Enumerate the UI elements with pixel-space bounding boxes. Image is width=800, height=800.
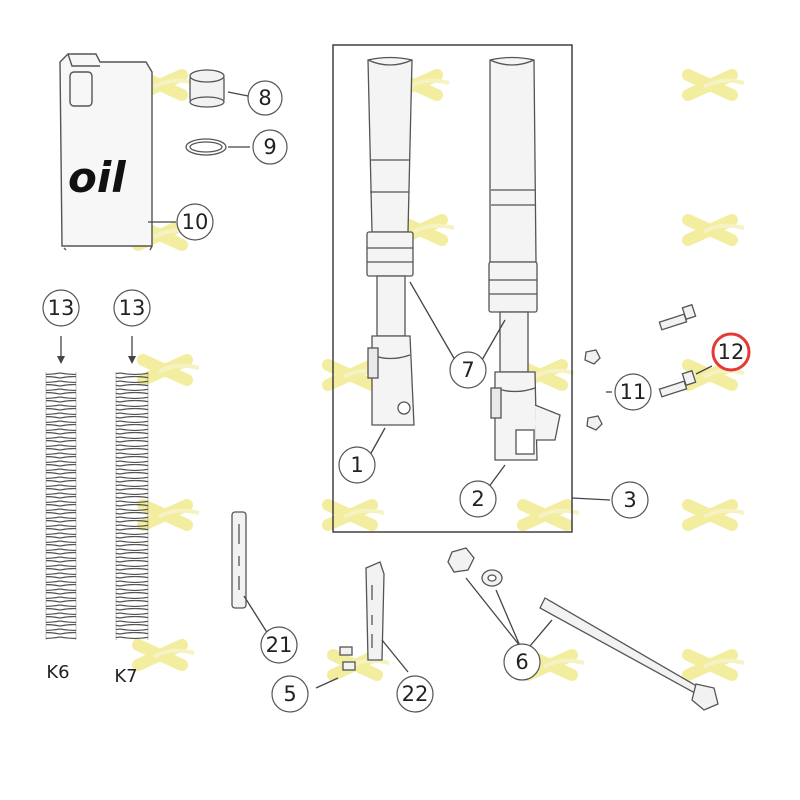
- bracket-22: [315, 561, 409, 689]
- svg-text:3: 3: [623, 488, 636, 512]
- oil-bottle: oil: [59, 53, 153, 251]
- svg-text:13: 13: [119, 296, 146, 320]
- svg-text:12: 12: [718, 340, 745, 364]
- callout-13-left: 13: [42, 289, 80, 327]
- spring-k7: [115, 336, 149, 640]
- callout-6: 6: [503, 643, 541, 681]
- svg-text:2: 2: [471, 487, 484, 511]
- callout-3: 3: [611, 481, 649, 519]
- callout-7: 7: [449, 351, 487, 389]
- svg-text:9: 9: [263, 135, 276, 159]
- svg-text:10: 10: [182, 210, 209, 234]
- callout-13-right: 13: [113, 289, 151, 327]
- svg-text:6: 6: [515, 650, 528, 674]
- svg-text:1: 1: [350, 453, 363, 477]
- svg-text:7: 7: [461, 358, 474, 382]
- fork-leg-left: [366, 56, 415, 456]
- callout-8: 8: [247, 80, 283, 116]
- bolts-11-12: [584, 303, 713, 431]
- callout-9: 9: [252, 129, 288, 165]
- callout-12-highlighted: 12: [711, 332, 751, 372]
- callout-11: 11: [614, 373, 652, 411]
- svg-text:13: 13: [48, 296, 75, 320]
- svg-text:8: 8: [258, 86, 271, 110]
- spring-label-k7: K7: [114, 666, 137, 687]
- watermark-logos: [138, 75, 744, 675]
- callout-5: 5: [271, 675, 309, 713]
- fork-assembly-box: [332, 44, 573, 533]
- callout-10: 10: [176, 203, 214, 241]
- fork-leg-right: [487, 56, 561, 489]
- svg-text:11: 11: [620, 380, 647, 404]
- callout-1: 1: [338, 446, 376, 484]
- callout-21: 21: [260, 626, 298, 664]
- svg-text:22: 22: [402, 682, 429, 706]
- bracket-21: [231, 511, 269, 635]
- part-9-oring: [185, 138, 250, 156]
- part-8-bushing: [189, 69, 249, 108]
- spring-k6: [45, 336, 77, 640]
- svg-text:21: 21: [266, 633, 293, 657]
- svg-text:5: 5: [283, 682, 296, 706]
- spring-label-k6: K6: [46, 662, 69, 683]
- axle-assembly: [447, 547, 719, 711]
- oil-label: oil: [68, 153, 126, 202]
- callout-22: 22: [396, 675, 434, 713]
- callout-2: 2: [459, 480, 497, 518]
